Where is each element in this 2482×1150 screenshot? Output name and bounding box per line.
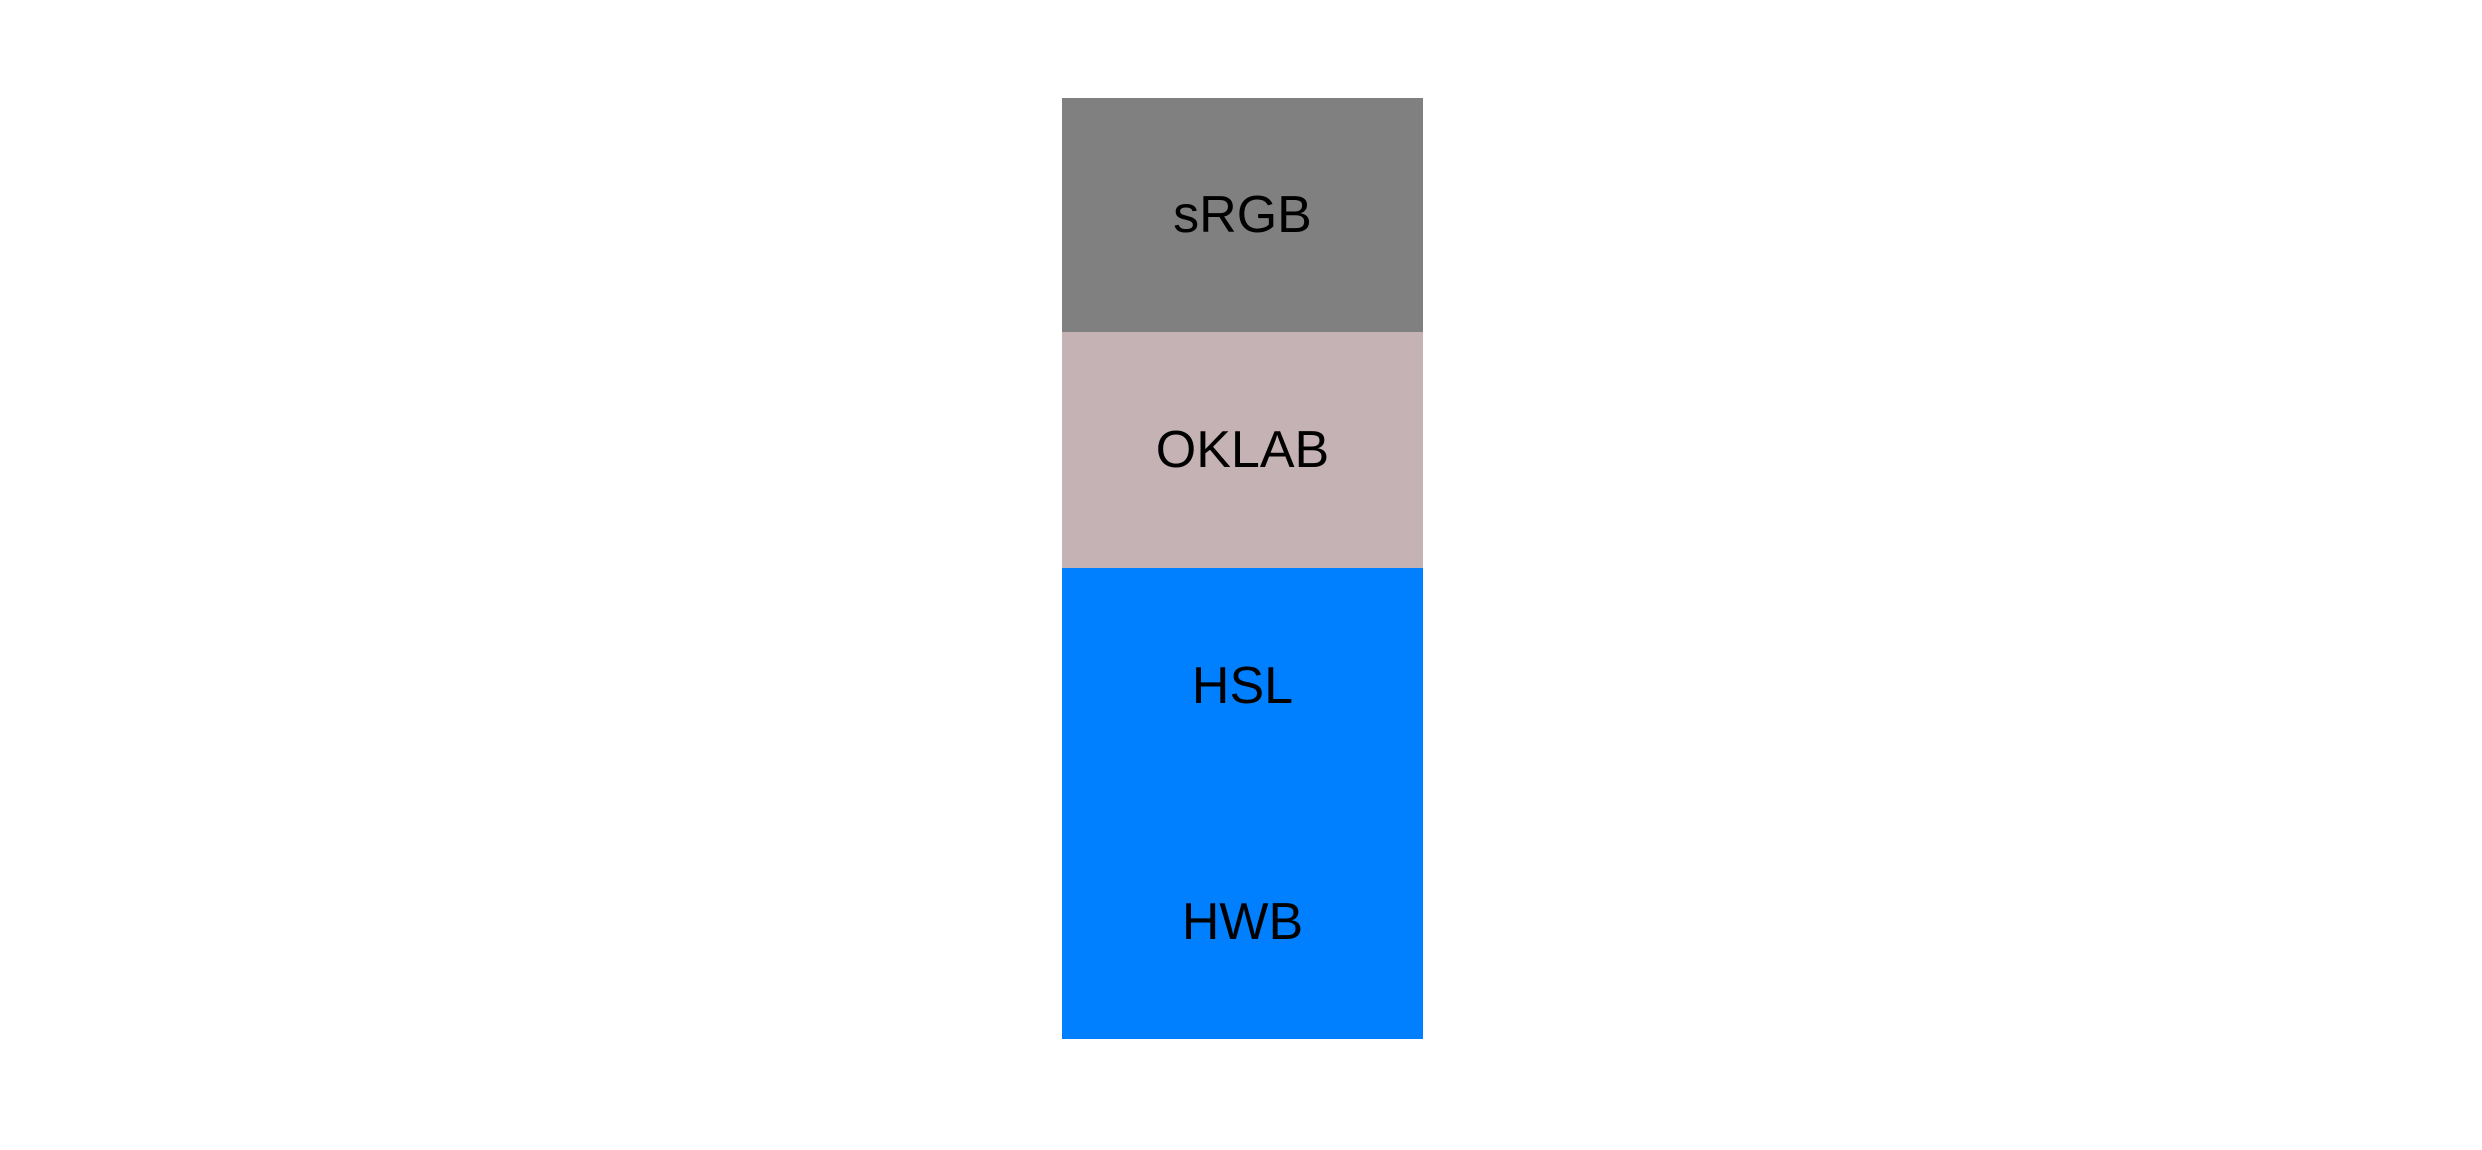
- color-swatch-stack: sRGB OKLAB HSL HWB: [1062, 98, 1423, 1039]
- color-swatch-label-srgb: sRGB: [1173, 186, 1312, 244]
- color-swatch-hwb[interactable]: HWB: [1062, 804, 1423, 1039]
- color-swatch-hsl[interactable]: HSL: [1062, 568, 1423, 804]
- color-swatch-label-hwb: HWB: [1181, 892, 1304, 951]
- color-swatch-srgb[interactable]: sRGB: [1062, 98, 1423, 332]
- color-swatch-oklab[interactable]: OKLAB: [1062, 332, 1423, 568]
- color-swatch-label-hsl: HSL: [1191, 657, 1294, 715]
- color-swatch-label-oklab: OKLAB: [1155, 421, 1330, 479]
